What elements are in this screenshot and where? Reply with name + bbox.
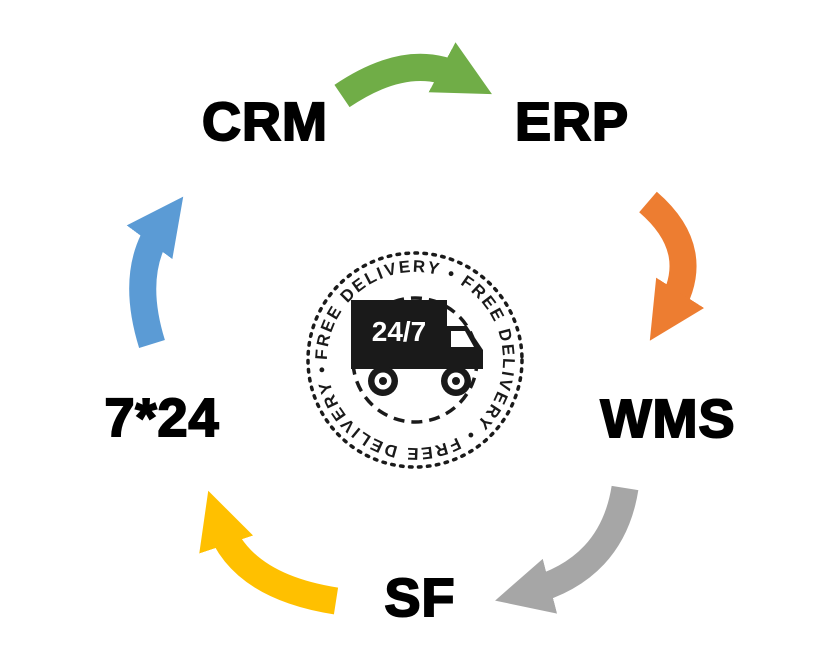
arrow-crm-to-erp xyxy=(334,42,492,108)
node-label-erp: ERP xyxy=(515,92,629,152)
truck-wheel-rear xyxy=(368,366,398,396)
badge-outer-dotted-circle xyxy=(306,251,524,469)
node-label-sf: SF xyxy=(384,568,455,628)
truck-cargo-box xyxy=(351,300,447,369)
free-delivery-badge: FREE DELIVERY • FREE DELIVERY • FREE DEL… xyxy=(306,251,524,469)
arrow-724-to-crm xyxy=(126,196,184,349)
delivery-truck-icon: 24/7 xyxy=(351,300,483,396)
node-label-724: 7*24 xyxy=(104,388,219,448)
node-label-wms: WMS xyxy=(601,389,736,449)
node-label-crm: CRM xyxy=(202,92,328,152)
truck-24-7-label: 24/7 xyxy=(372,316,427,347)
arrow-wms-to-sf xyxy=(495,485,639,614)
truck-wheel-front xyxy=(441,366,471,396)
arrow-erp-to-wms xyxy=(638,191,705,341)
arrow-sf-to-724 xyxy=(199,490,339,615)
truck-window xyxy=(451,331,474,347)
